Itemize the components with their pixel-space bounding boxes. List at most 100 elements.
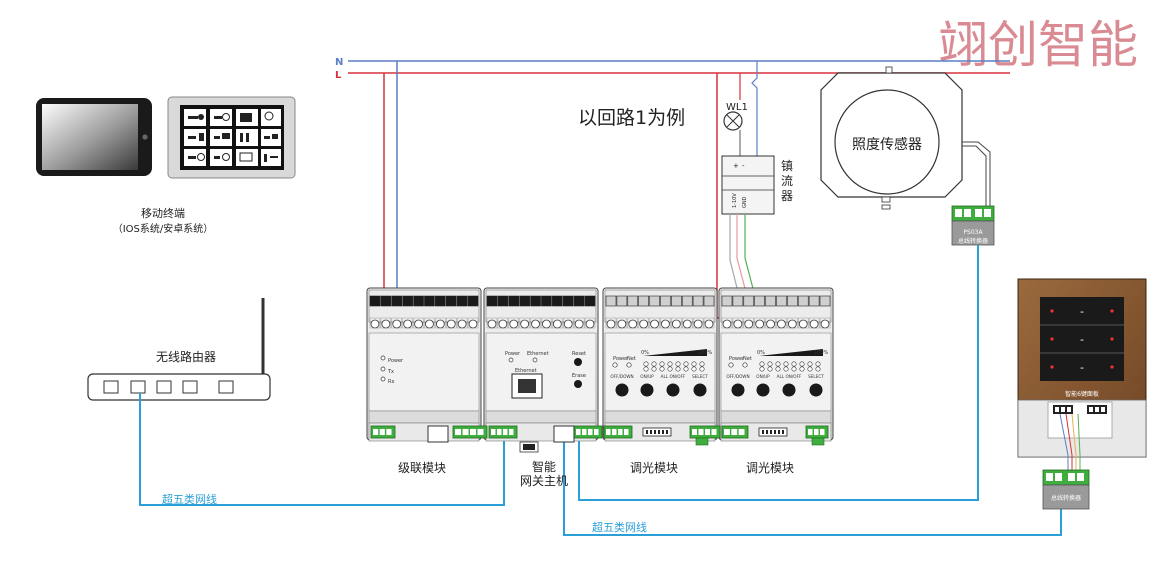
gateway-reset-button [574, 358, 582, 366]
green-connector-1-slot-3 [477, 429, 484, 435]
green-connector-3-slot-0 [576, 429, 581, 435]
module-3-terminal-box-9 [819, 317, 831, 329]
module-1-terminal-top-8 [573, 295, 585, 307]
dimmer2-channel-led-0 [759, 361, 765, 367]
module-1-terminal-top-5 [541, 295, 552, 307]
green-connector-7-slot-0 [808, 429, 813, 435]
green-connector-1-slot-0 [455, 429, 461, 435]
module-2-terminal-box-7 [682, 317, 693, 329]
module-2-terminal-box-3 [638, 317, 649, 329]
module-0-terminal-top-8 [456, 295, 468, 307]
dimmer2-level-wedge [759, 349, 823, 356]
module-1-terminal-box-6 [552, 317, 563, 329]
green-connector-3-slot-2 [588, 429, 593, 435]
module-0-terminal-box-1 [380, 317, 392, 329]
module-2-screw-1 [617, 319, 627, 329]
router-label: 无线路由器 [156, 349, 216, 364]
panel-key-3: - [1080, 361, 1084, 374]
module-1-screw-6 [552, 319, 562, 329]
module-0-terminal-box-0 [369, 317, 381, 329]
dimmer2-scale-min: 0% [757, 350, 765, 356]
dimmer1-scale-max: 100% [698, 350, 713, 356]
module-1-terminal-top-0 [486, 295, 498, 307]
module-1-screw-8 [574, 319, 584, 329]
mobile-title: 移动终端 [141, 206, 185, 220]
module-0-screw-1 [381, 319, 391, 329]
module-0-screw-8 [457, 319, 467, 329]
dimmer1-btn-on: ON/UP [640, 374, 654, 379]
gateway-btn-reset: Reset [572, 351, 586, 357]
module-0-terminal-top-1 [380, 295, 392, 307]
dimmer2-channel-led-b7 [815, 366, 821, 372]
sensor-converter-bottom: 总线转换器 [958, 237, 988, 245]
brand-title: 翊创智能 [938, 16, 1138, 74]
module-0-screw-0 [370, 319, 380, 329]
dimmer2-btn-off: OFF/DOWN [726, 374, 749, 379]
cascade-led-tx: Tx [387, 369, 394, 375]
lamp-wl1: WL1 [723, 102, 748, 131]
module-2-screw-7 [682, 319, 692, 329]
module-3-face [720, 332, 832, 412]
module-3-terminal-top-9 [819, 295, 831, 307]
green-connector-5-slot-1 [698, 429, 704, 435]
module-1-terminal-box-7 [563, 317, 574, 329]
module-3-screw-5 [777, 319, 786, 329]
dimmer1-channel-led-b4 [675, 366, 681, 372]
dimmer2-bus-pin-0 [762, 430, 764, 434]
dimmer1-channel-led-3 [667, 361, 673, 367]
green-connector-0-slot-2 [386, 429, 392, 435]
module-1-screw-0 [487, 319, 497, 329]
green-connector-7-slot-2 [820, 429, 825, 435]
module-3-terminal-top-3 [754, 295, 765, 307]
module-2-screw-2 [628, 319, 638, 329]
module-1-terminal-top-3 [519, 295, 530, 307]
module-2-terminal-top-1 [616, 295, 628, 307]
module-label-gateway-1: 智能 [532, 459, 556, 474]
module-0-terminal-box-5 [424, 317, 435, 329]
module-2-terminal-box-0 [605, 317, 617, 329]
green-connector-2-slot-2 [503, 429, 508, 435]
dimmer2-channel-led-5 [799, 361, 805, 367]
module-3-terminal-box-1 [732, 317, 744, 329]
green-connector-0-slot-0 [373, 429, 379, 435]
module-3-terminal-box-0 [721, 317, 733, 329]
dimmer2-btn-select: SELECT [808, 374, 824, 379]
module-0-terminal-box-8 [456, 317, 468, 329]
dimmer1-scale-min: 0% [641, 350, 649, 356]
module-2-terminal-top-2 [627, 295, 639, 307]
gateway-btn-erase: Erase [572, 373, 586, 379]
module-0-lower-band [368, 410, 480, 424]
ballast-term-gnd: GND [742, 196, 748, 208]
dimmer2-led-net-dot [742, 362, 748, 368]
cascade-led-dot-1 [380, 366, 386, 372]
module-0-terminal-top-2 [391, 295, 403, 307]
module-1-terminal-box-0 [486, 317, 498, 329]
dimmer2-channel-led-b0 [759, 366, 765, 372]
panel-title: 智能6键面板 [1065, 390, 1099, 398]
module-2-screw-8 [693, 319, 703, 329]
cat5-label-1: 超五类网线 [162, 492, 217, 506]
module-2-terminal-top-8 [692, 295, 704, 307]
dimmer2-bus-pin-2 [770, 430, 772, 434]
gateway-rj45-port [553, 425, 575, 443]
dimmer2-channel-led-2 [775, 361, 781, 367]
green-connector-4-slot-2 [618, 429, 623, 435]
ballast-term-plus: + [733, 162, 739, 170]
green-connector-5-slot-2 [705, 429, 710, 435]
module-2-screw-0 [606, 319, 616, 329]
module-0-face [368, 332, 480, 412]
module-0-screw-9 [468, 319, 478, 329]
dimmer1-channel-led-0 [643, 361, 649, 367]
module-3-terminal-box-7 [798, 317, 809, 329]
dimmer1-led-net-dot [626, 362, 632, 368]
dimmer2-bus-pin-5 [782, 430, 784, 434]
module-1-terminal-box-1 [497, 317, 509, 329]
dimmer2-channel-led-b5 [799, 366, 805, 372]
panel-converter-label: 总线转换器 [1051, 494, 1081, 502]
dimmer2-channel-led-b4 [791, 366, 797, 372]
panel-key-1: - [1080, 305, 1084, 318]
dimmer2-channel-led-6 [807, 361, 813, 367]
ballast: + - 1-10V GND 镇 流 器 [721, 155, 793, 328]
module-2-lower-band [604, 410, 716, 424]
dimmer1-channel-led-b0 [643, 366, 649, 372]
